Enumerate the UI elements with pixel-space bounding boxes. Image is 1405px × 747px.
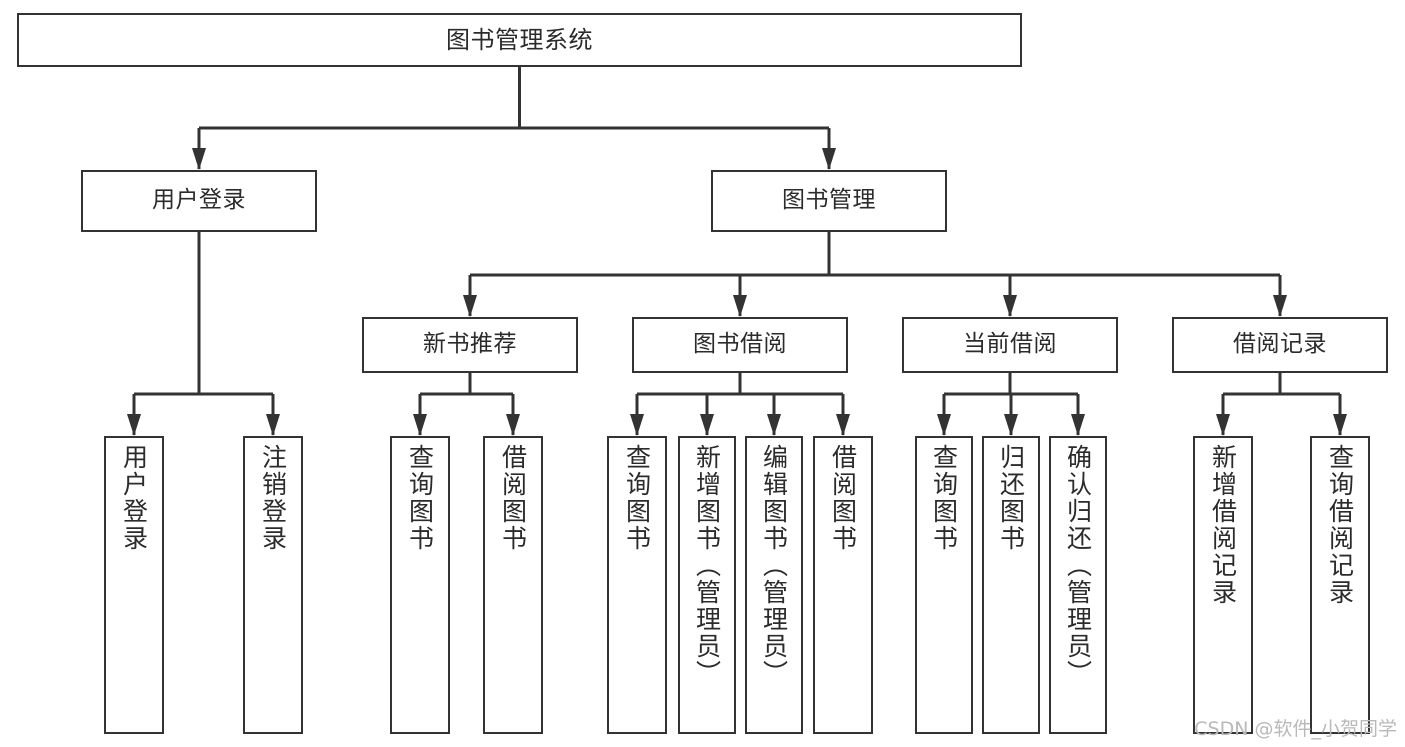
connector-arrowhead-leaf-add-book: [700, 414, 714, 436]
node-borrow-record[interactable]: 借阅记录: [1172, 317, 1388, 373]
node-label-leaf-borrow-book-2: 借阅图书: [828, 444, 858, 552]
connector-arrowhead-leaf-query-book-3: [937, 414, 951, 436]
node-label-leaf-edit-book: 编辑图书（管理员）: [759, 444, 789, 687]
node-label-new-book-rec: 新书推荐: [423, 331, 517, 358]
node-label-leaf-query-borrow-record: 查询借阅记录: [1325, 444, 1355, 606]
node-book-manage[interactable]: 图书管理: [711, 170, 947, 232]
node-label-root: 图书管理系统: [446, 25, 593, 54]
node-leaf-user-login[interactable]: 用户登录: [104, 436, 164, 734]
node-label-book-manage: 图书管理: [782, 187, 876, 214]
watermark-text: CSDN @软件_小贺同学: [1194, 718, 1397, 740]
node-label-user-login: 用户登录: [152, 187, 246, 214]
node-label-book-borrow: 图书借阅: [693, 331, 787, 358]
connector-arrowhead-borrow-record: [1273, 295, 1287, 317]
node-book-borrow[interactable]: 图书借阅: [632, 317, 848, 373]
node-label-borrow-record: 借阅记录: [1233, 331, 1327, 358]
connector-arrowhead-current-borrow: [1003, 295, 1017, 317]
node-leaf-return-book[interactable]: 归还图书: [982, 436, 1040, 734]
node-label-current-borrow: 当前借阅: [963, 331, 1057, 358]
connector-arrowhead-leaf-confirm-return: [1071, 414, 1085, 436]
connector-arrowhead-new-book-rec: [463, 295, 477, 317]
node-leaf-query-book-2[interactable]: 查询图书: [607, 436, 667, 734]
connector-arrowhead-leaf-user-logout: [266, 414, 280, 436]
connector-arrowhead-leaf-user-login: [127, 414, 141, 436]
node-leaf-user-logout[interactable]: 注销登录: [243, 436, 303, 734]
connector-arrowhead-leaf-query-borrow-record: [1333, 414, 1347, 436]
node-leaf-edit-book[interactable]: 编辑图书（管理员）: [745, 436, 803, 734]
connector-arrowhead-book-borrow: [733, 295, 747, 317]
connector-arrowhead-leaf-query-book-1: [413, 414, 427, 436]
node-new-book-rec[interactable]: 新书推荐: [362, 317, 578, 373]
connector-arrowhead-leaf-borrow-book-1: [506, 414, 520, 436]
connector-arrowhead-book-manage: [822, 148, 836, 170]
node-leaf-borrow-book-1[interactable]: 借阅图书: [483, 436, 543, 734]
node-leaf-add-borrow-record[interactable]: 新增借阅记录: [1193, 436, 1253, 734]
connector-arrowhead-leaf-return-book: [1004, 414, 1018, 436]
connector-arrowhead-leaf-add-borrow-record: [1216, 414, 1230, 436]
node-label-leaf-user-login: 用户登录: [119, 444, 149, 552]
connector-arrowhead-user-login: [192, 148, 206, 170]
connector-arrowhead-leaf-query-book-2: [630, 414, 644, 436]
node-current-borrow[interactable]: 当前借阅: [902, 317, 1118, 373]
node-user-login[interactable]: 用户登录: [81, 170, 317, 232]
node-leaf-query-book-3[interactable]: 查询图书: [915, 436, 973, 734]
node-label-leaf-query-book-3: 查询图书: [929, 444, 959, 552]
node-leaf-query-borrow-record[interactable]: 查询借阅记录: [1310, 436, 1370, 734]
node-root[interactable]: 图书管理系统: [17, 13, 1022, 67]
node-label-leaf-query-book-2: 查询图书: [622, 444, 652, 552]
connector-arrowhead-leaf-borrow-book-2: [836, 414, 850, 436]
node-label-leaf-confirm-return: 确认归还（管理员）: [1063, 444, 1093, 687]
node-label-leaf-user-logout: 注销登录: [258, 444, 288, 552]
node-label-leaf-add-borrow-record: 新增借阅记录: [1208, 444, 1238, 606]
node-label-leaf-add-book: 新增图书（管理员）: [692, 444, 722, 687]
node-label-leaf-return-book: 归还图书: [996, 444, 1026, 552]
node-label-leaf-borrow-book-1: 借阅图书: [498, 444, 528, 552]
node-leaf-add-book[interactable]: 新增图书（管理员）: [678, 436, 736, 734]
node-leaf-borrow-book-2[interactable]: 借阅图书: [813, 436, 873, 734]
connector-arrowhead-leaf-edit-book: [767, 414, 781, 436]
node-leaf-confirm-return[interactable]: 确认归还（管理员）: [1049, 436, 1107, 734]
node-label-leaf-query-book-1: 查询图书: [405, 444, 435, 552]
node-leaf-query-book-1[interactable]: 查询图书: [390, 436, 450, 734]
